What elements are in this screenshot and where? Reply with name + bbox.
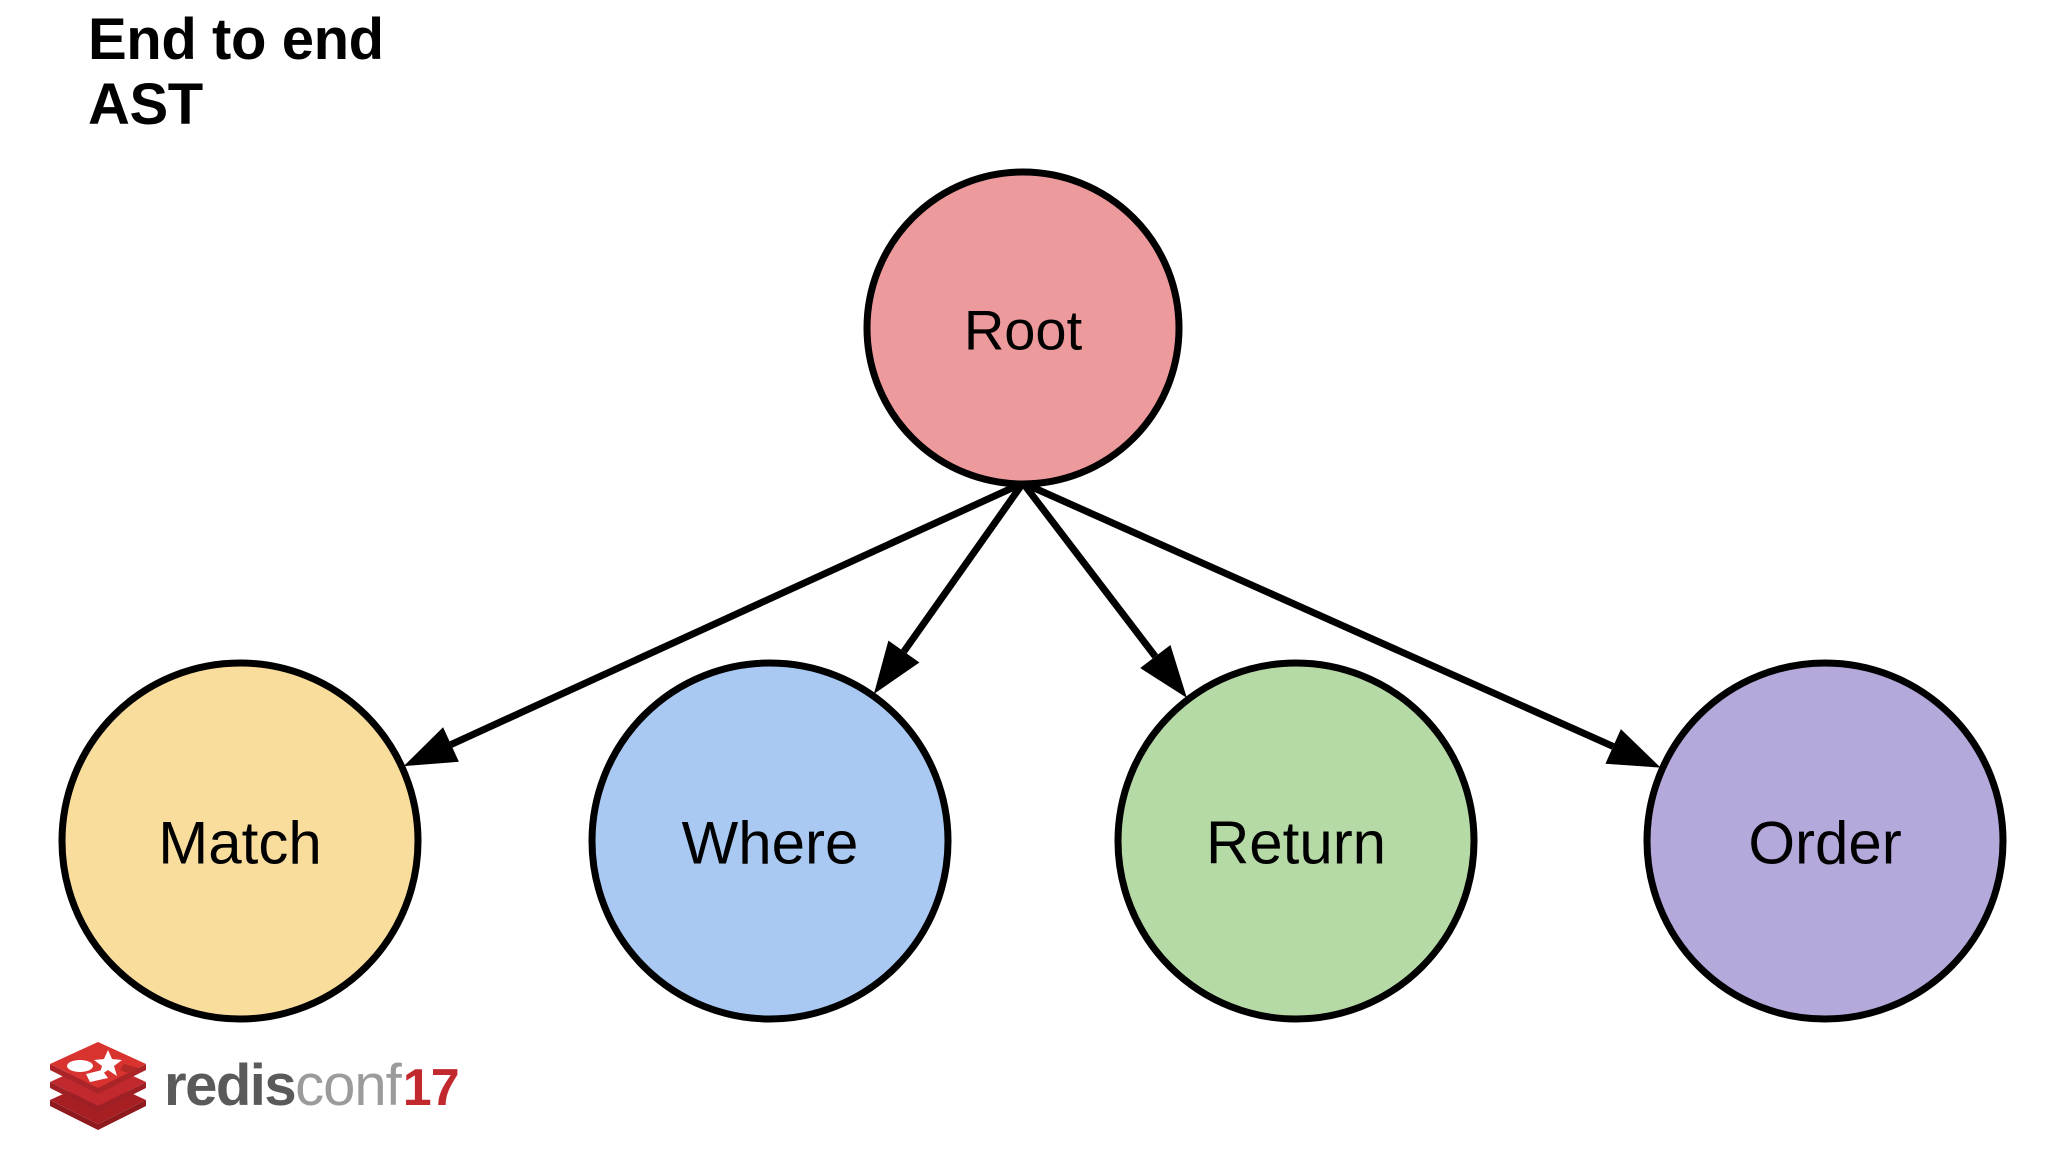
edge-line [449, 479, 1025, 748]
edge-arrowhead [873, 640, 920, 695]
node-label-root: Root [964, 299, 1083, 362]
edge-root-to-return [1020, 480, 1187, 698]
edge-arrowhead [403, 727, 459, 767]
logo-word-redis: redis [164, 1053, 297, 1118]
node-match[interactable]: Match [58, 659, 422, 1023]
edge-line [901, 480, 1026, 654]
node-label-return: Return [1206, 810, 1386, 877]
node-order[interactable]: Order [1643, 659, 2007, 1023]
logo-word-year: 17 [402, 1059, 460, 1117]
node-return[interactable]: Return [1114, 659, 1478, 1023]
edge-line [1021, 479, 1615, 750]
node-circle-return[interactable] [1114, 659, 1478, 1023]
edge-arrowhead [1140, 644, 1187, 698]
page-title: End to end AST [88, 7, 384, 138]
title-line-1: End to end [88, 7, 384, 72]
edge-line [1020, 480, 1159, 659]
node-circle-root[interactable] [863, 168, 1183, 488]
node-label-match: Match [158, 810, 321, 877]
redisconf-wordmark: redis conf 17 [164, 1053, 460, 1118]
edge-arrowhead [1605, 729, 1661, 768]
node-label-where: Where [682, 810, 859, 877]
redis-cube-logo-icon [50, 1042, 146, 1130]
edges-layer [403, 479, 1661, 768]
redisconf-logo: redis conf 17 [46, 1038, 460, 1134]
node-label-order: Order [1748, 810, 1901, 877]
node-where[interactable]: Where [588, 659, 952, 1023]
node-circle-match[interactable] [58, 659, 422, 1023]
edge-root-to-order [1021, 479, 1661, 768]
edge-root-to-match [403, 479, 1025, 767]
node-root[interactable]: Root [863, 168, 1183, 488]
edge-root-to-where [873, 480, 1026, 695]
logo-word-conf: conf [295, 1053, 402, 1118]
title-line-2: AST [88, 71, 203, 137]
node-circle-where[interactable] [588, 659, 952, 1023]
node-circle-order[interactable] [1643, 659, 2007, 1023]
